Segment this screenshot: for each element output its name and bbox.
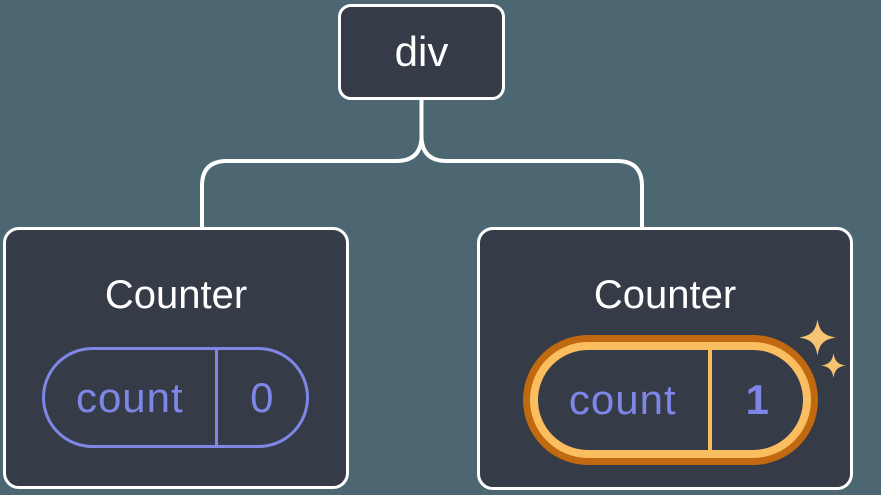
counter-card-right: Counter count 1: [477, 227, 853, 490]
state-key-label: count: [568, 376, 677, 423]
root-node-label: div: [394, 28, 449, 75]
state-value: 0: [214, 350, 306, 445]
state-value: 1: [707, 350, 803, 450]
root-node: div: [338, 4, 505, 100]
component-name: Counter: [104, 273, 248, 317]
state-badge-highlighted: count 1: [523, 335, 818, 465]
counter-card-left: Counter count 0: [3, 227, 349, 489]
component-name: Counter: [593, 273, 737, 317]
state-key-label: count: [75, 373, 184, 421]
state-badge: count 0: [42, 347, 309, 448]
